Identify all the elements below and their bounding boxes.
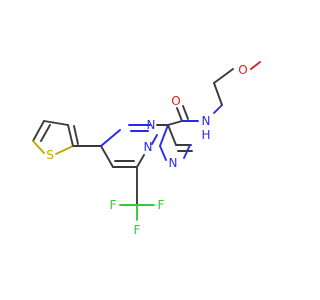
pyrimidine-nitrogen-atom: N	[147, 118, 156, 132]
fluorine-atom-bottom: F	[134, 223, 141, 237]
trifluoromethyl-group	[119, 166, 155, 221]
bond	[213, 68, 234, 84]
thiophene-ring	[32, 120, 79, 155]
bond-fused	[159, 124, 169, 147]
ether-oxygen-atom: O	[238, 63, 247, 77]
bond	[32, 140, 45, 154]
bond-double	[73, 125, 79, 145]
bond	[167, 120, 183, 126]
bridgehead-nitrogen-atom: N	[144, 140, 153, 154]
pyrazole-ring	[159, 124, 193, 161]
bond	[213, 104, 223, 114]
pyrazole-nitrogen-atom: N	[169, 156, 178, 170]
fluorine-atom-left: F	[110, 198, 117, 212]
bond-double	[182, 105, 189, 120]
carboxamide-group	[167, 105, 199, 126]
carbonyl-oxygen-atom: O	[171, 94, 180, 108]
bond	[176, 107, 183, 122]
bond	[55, 145, 74, 155]
bond	[250, 61, 261, 70]
bond	[32, 120, 45, 142]
bond	[167, 124, 177, 146]
amide-hydrogen-atom: H	[201, 128, 210, 142]
bond	[43, 120, 69, 126]
bond-double	[40, 124, 51, 142]
bond	[67, 124, 74, 147]
structure-svg: S N N N N H O O F F F	[32, 61, 261, 237]
bond	[159, 145, 167, 161]
bond	[213, 82, 223, 106]
bond	[183, 144, 191, 159]
methoxyethyl-chain	[213, 61, 261, 114]
amide-nitrogen-atom: N	[202, 114, 211, 128]
bond	[100, 145, 114, 168]
sulfur-atom: S	[46, 148, 54, 162]
bond	[100, 129, 121, 147]
fluorine-atom-right: F	[158, 198, 165, 212]
pyrimidine-ring	[100, 124, 169, 168]
bond	[136, 154, 145, 168]
molecule-diagram: S N N N N H O O F F F	[32, 61, 261, 237]
bond	[151, 134, 158, 145]
